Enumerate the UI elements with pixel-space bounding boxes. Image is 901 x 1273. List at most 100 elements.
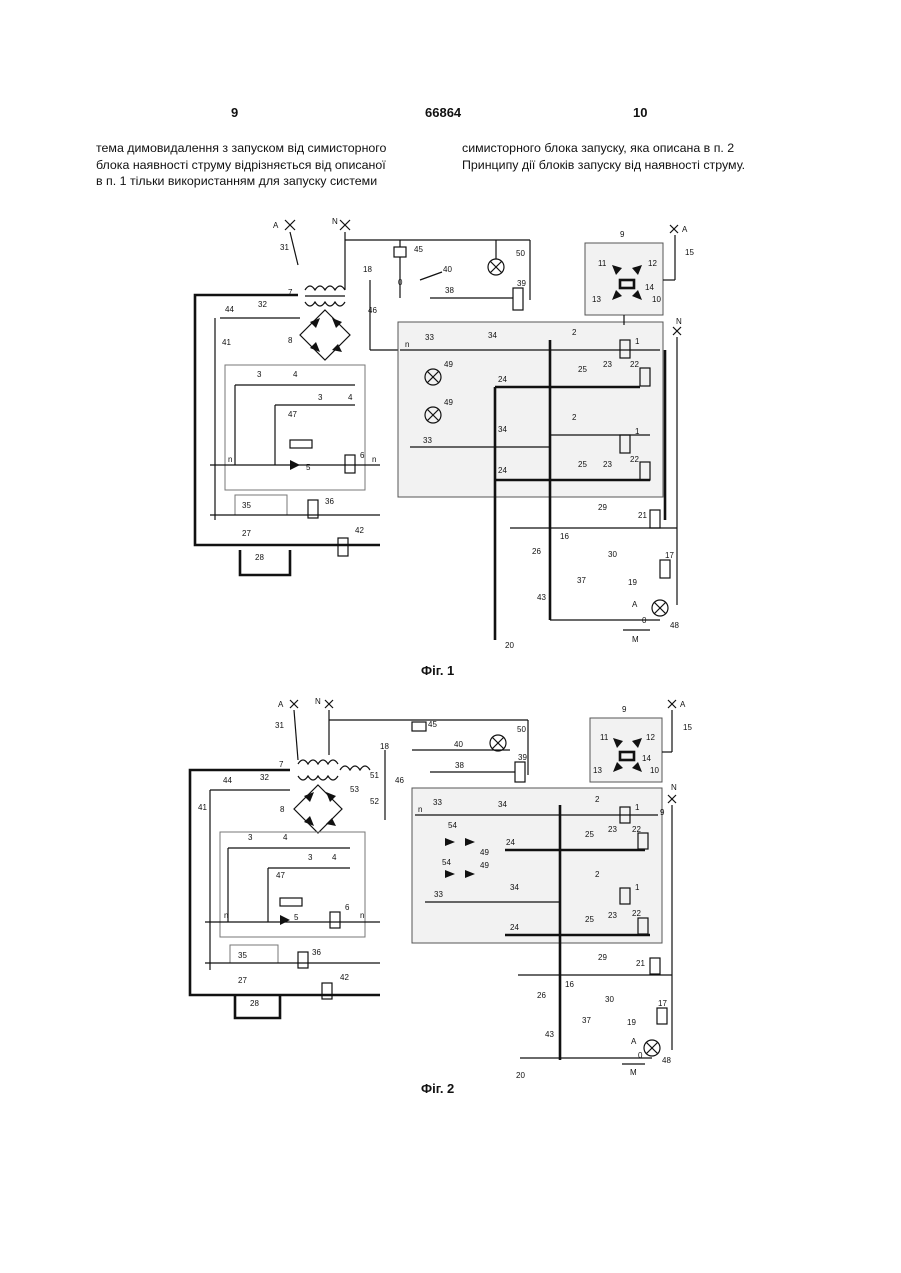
svg-text:47: 47 <box>276 871 285 880</box>
svg-text:27: 27 <box>242 529 251 538</box>
svg-text:48: 48 <box>670 621 679 630</box>
svg-text:12: 12 <box>646 733 655 742</box>
svg-text:23: 23 <box>603 360 612 369</box>
resistor <box>280 898 302 906</box>
text-line: блока наявності струму відрізняється від… <box>96 157 421 174</box>
svg-text:23: 23 <box>608 825 617 834</box>
svg-text:36: 36 <box>312 948 321 957</box>
svg-text:45: 45 <box>414 245 423 254</box>
svg-text:8: 8 <box>280 805 285 814</box>
svg-text:A: A <box>680 700 686 709</box>
svg-text:33: 33 <box>433 798 442 807</box>
svg-text:24: 24 <box>510 923 519 932</box>
svg-text:A: A <box>273 221 279 230</box>
terminal-a-right: A <box>670 225 688 234</box>
svg-text:0: 0 <box>638 1051 643 1060</box>
text-line: тема димовидалення з запуском від симист… <box>96 140 421 157</box>
svg-text:31: 31 <box>280 243 289 252</box>
right-text-column: симисторного блока запуску, яка описана … <box>462 140 786 173</box>
svg-text:53: 53 <box>350 785 359 794</box>
figure-1-svg: A N 31 45 50 18 0 40 38 39 7 8 44 41 32 … <box>180 210 720 650</box>
svg-text:A: A <box>278 700 284 709</box>
relay-17 <box>660 560 670 578</box>
svg-text:4: 4 <box>283 833 288 842</box>
svg-text:43: 43 <box>537 593 546 602</box>
svg-text:15: 15 <box>683 723 692 732</box>
svg-text:38: 38 <box>455 761 464 770</box>
svg-text:26: 26 <box>537 991 546 1000</box>
svg-text:16: 16 <box>560 532 569 541</box>
svg-text:15: 15 <box>685 248 694 257</box>
patent-number: 66864 <box>425 105 461 120</box>
terminal-a-right: A <box>668 700 686 709</box>
page-number-left: 9 <box>231 105 238 120</box>
svg-text:n: n <box>360 911 364 920</box>
svg-text:23: 23 <box>608 911 617 920</box>
svg-text:5: 5 <box>306 463 311 472</box>
svg-text:28: 28 <box>250 999 259 1008</box>
svg-text:42: 42 <box>340 973 349 982</box>
terminal-a: A <box>278 700 298 709</box>
svg-text:3: 3 <box>248 833 253 842</box>
svg-text:49: 49 <box>480 848 489 857</box>
relay-21 <box>650 510 660 528</box>
svg-text:36: 36 <box>325 497 334 506</box>
svg-text:10: 10 <box>652 295 661 304</box>
svg-text:11: 11 <box>600 733 609 742</box>
svg-text:7: 7 <box>279 760 284 769</box>
svg-text:40: 40 <box>454 740 463 749</box>
control-block-frame <box>225 365 365 490</box>
svg-text:18: 18 <box>380 742 389 751</box>
svg-text:22: 22 <box>632 909 641 918</box>
terminal-n: N <box>332 217 350 230</box>
svg-text:9: 9 <box>622 705 627 714</box>
svg-text:30: 30 <box>605 995 614 1004</box>
svg-text:29: 29 <box>598 953 607 962</box>
svg-text:30: 30 <box>608 550 617 559</box>
svg-text:N: N <box>676 317 682 326</box>
svg-text:34: 34 <box>488 331 497 340</box>
relay-42 <box>322 983 332 999</box>
svg-text:31: 31 <box>275 721 284 730</box>
svg-text:25: 25 <box>585 830 594 839</box>
svg-text:3: 3 <box>318 393 323 402</box>
svg-text:29: 29 <box>598 503 607 512</box>
svg-text:n: n <box>418 805 422 814</box>
svg-text:4: 4 <box>332 853 337 862</box>
svg-text:41: 41 <box>222 338 231 347</box>
svg-text:9: 9 <box>660 808 665 817</box>
svg-text:50: 50 <box>516 249 525 258</box>
svg-text:n: n <box>372 455 376 464</box>
relay-21 <box>650 958 660 974</box>
svg-text:14: 14 <box>642 754 651 763</box>
svg-text:28: 28 <box>255 553 264 562</box>
svg-text:19: 19 <box>627 1018 636 1027</box>
svg-text:4: 4 <box>348 393 353 402</box>
diode-bridge-8 <box>294 785 342 833</box>
relay-45 <box>412 722 426 731</box>
svg-text:n: n <box>224 911 228 920</box>
svg-text:33: 33 <box>423 436 432 445</box>
svg-text:A: A <box>631 1037 637 1046</box>
svg-text:43: 43 <box>545 1030 554 1039</box>
resistor <box>290 440 312 448</box>
svg-text:41: 41 <box>198 803 207 812</box>
svg-text:3: 3 <box>257 370 262 379</box>
svg-text:n: n <box>228 455 232 464</box>
svg-text:2: 2 <box>572 328 577 337</box>
text-line: симисторного блока запуску, яка описана … <box>462 140 786 157</box>
svg-text:14: 14 <box>645 283 654 292</box>
svg-text:26: 26 <box>532 547 541 556</box>
svg-text:32: 32 <box>260 773 269 782</box>
svg-text:51: 51 <box>370 771 379 780</box>
svg-text:39: 39 <box>518 753 527 762</box>
svg-text:44: 44 <box>225 305 234 314</box>
svg-text:10: 10 <box>650 766 659 775</box>
svg-text:6: 6 <box>360 451 365 460</box>
left-text-column: тема димовидалення з запуском від симист… <box>96 140 421 190</box>
svg-text:22: 22 <box>630 360 639 369</box>
svg-text:2: 2 <box>595 795 600 804</box>
svg-text:50: 50 <box>517 725 526 734</box>
svg-text:6: 6 <box>345 903 350 912</box>
svg-text:35: 35 <box>238 951 247 960</box>
